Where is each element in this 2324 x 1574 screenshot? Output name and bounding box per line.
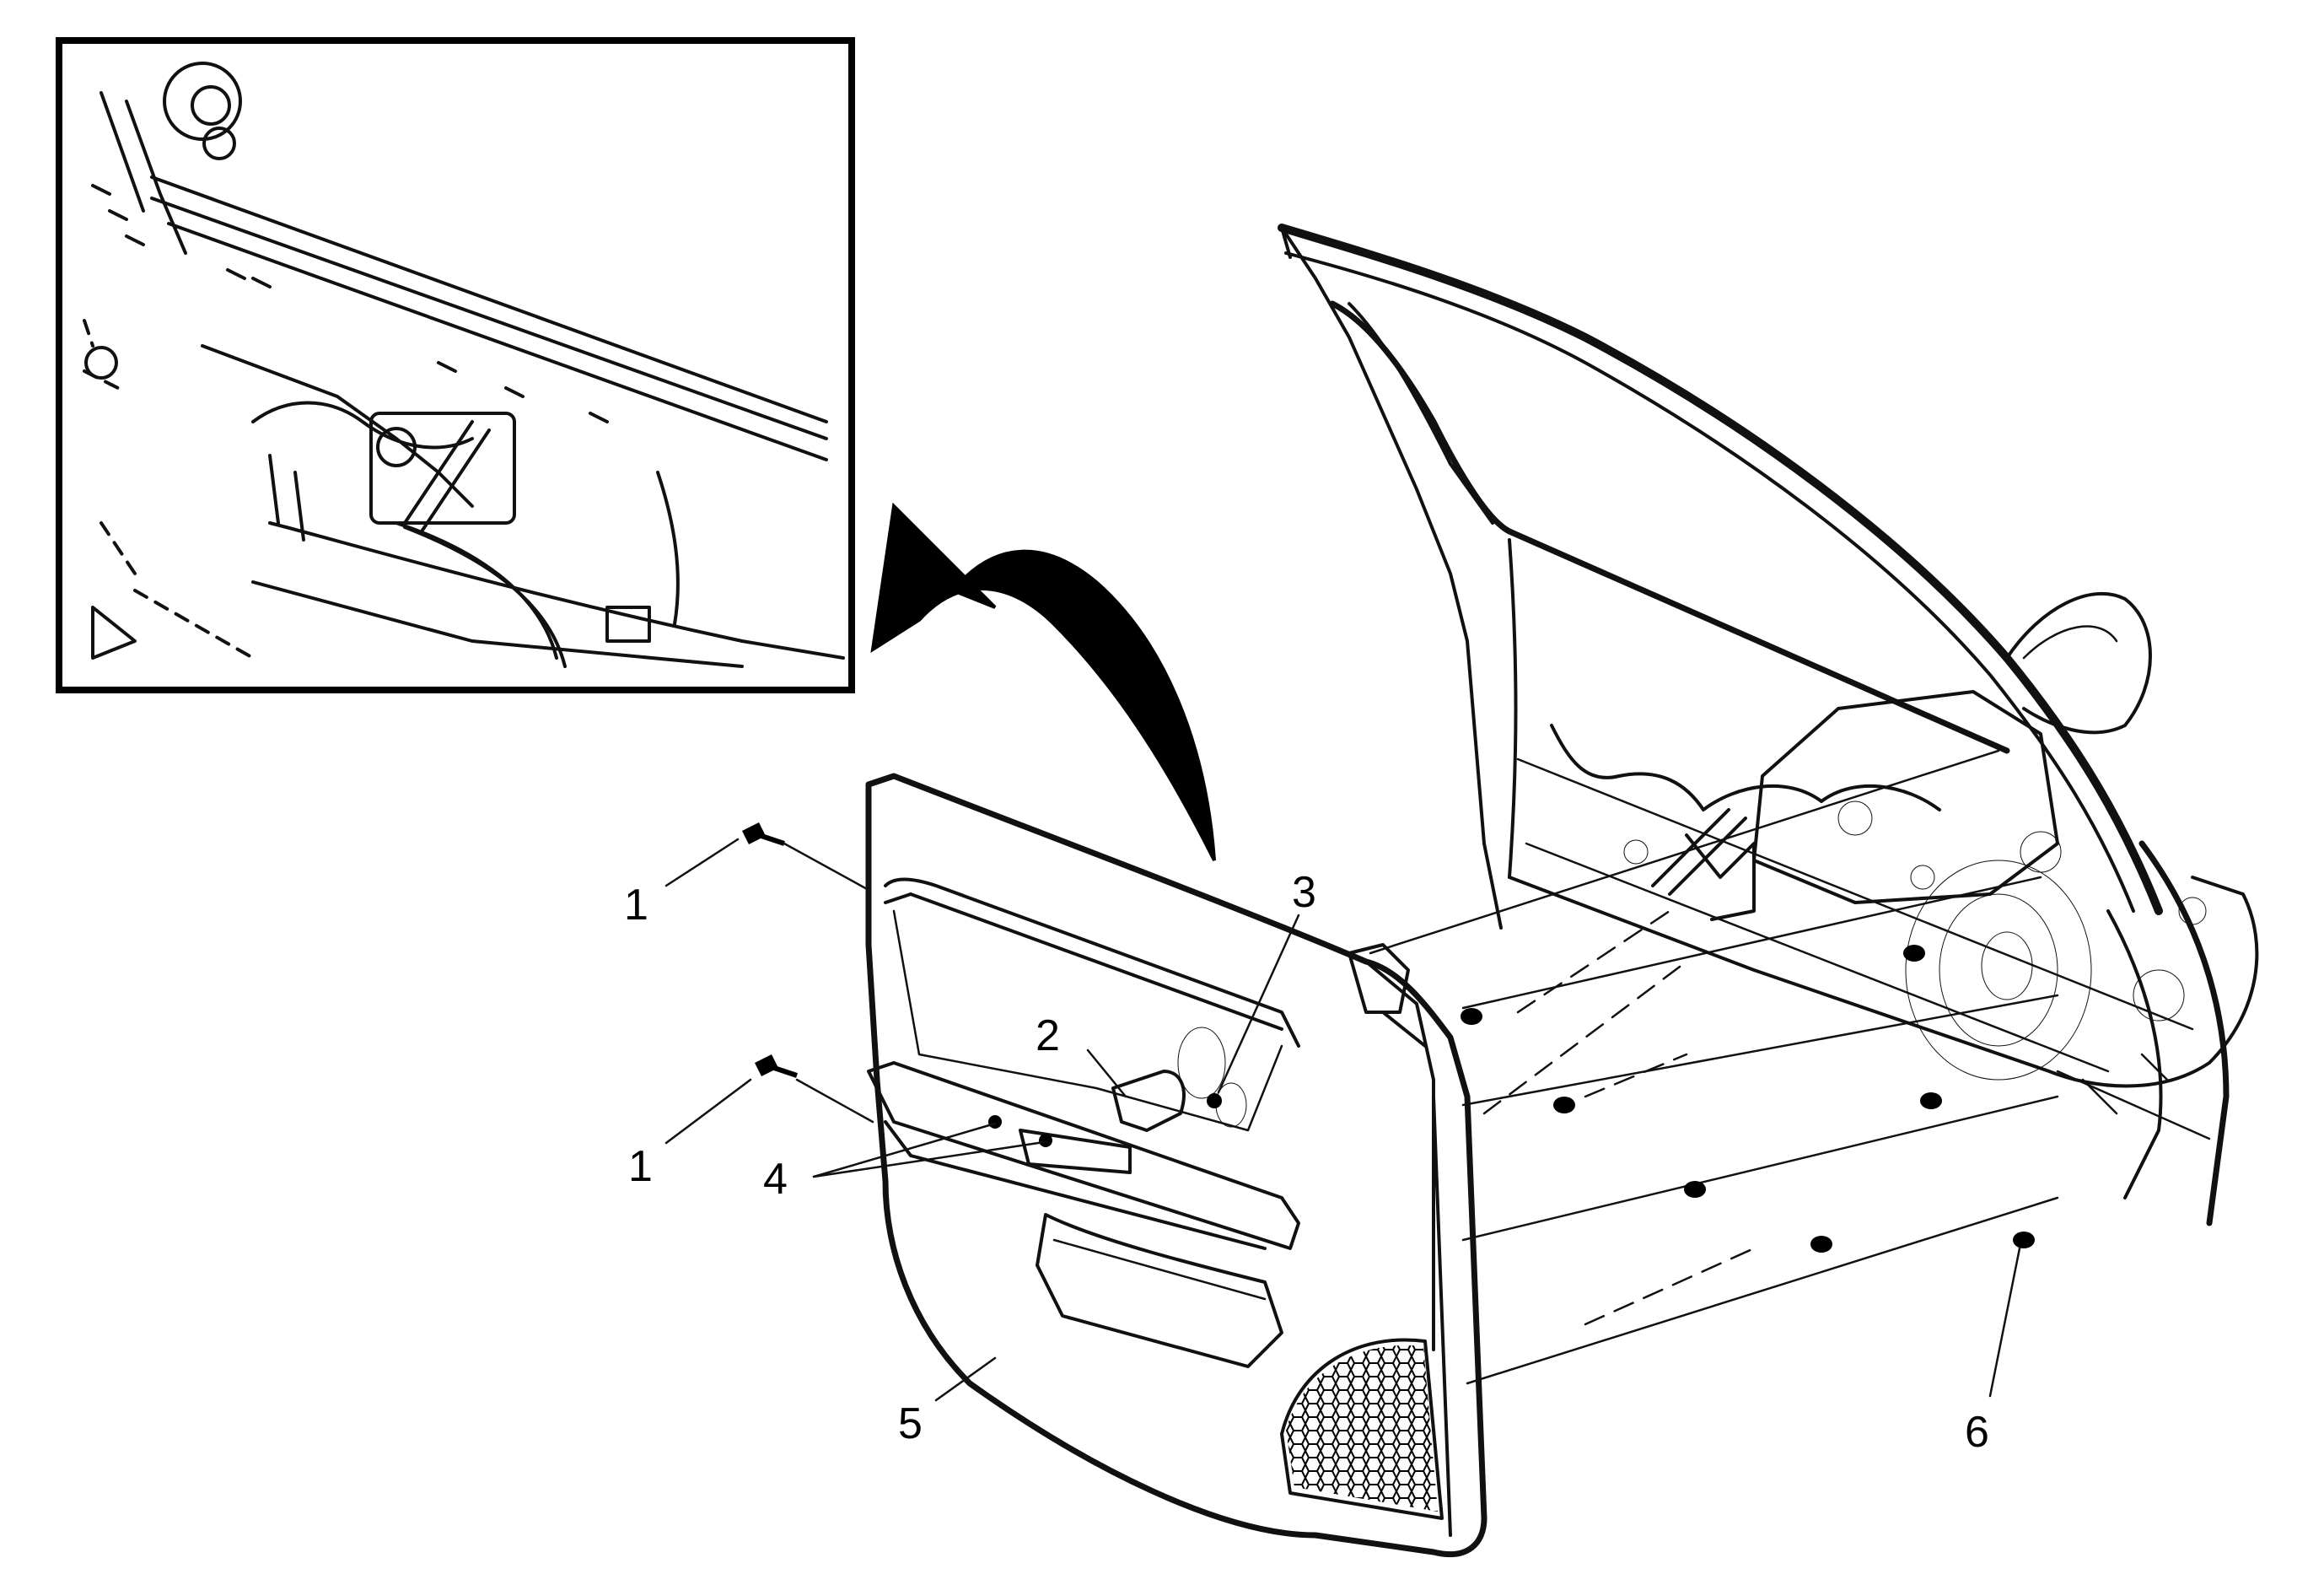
inset-detail-view xyxy=(56,37,855,693)
inset-door-frame-drawing xyxy=(83,62,845,668)
screw-lower xyxy=(755,1054,798,1078)
screw-3 xyxy=(1207,1093,1222,1108)
callout-3: 3 xyxy=(1292,868,1316,917)
callout-1-lower: 1 xyxy=(628,1142,653,1191)
removal-direction-arrow xyxy=(870,502,1216,861)
callout-2: 2 xyxy=(1036,1011,1060,1060)
callout-6: 6 xyxy=(1965,1408,1989,1457)
retainer-clips xyxy=(1461,945,2035,1253)
screw-upper xyxy=(742,822,785,846)
callout-5: 5 xyxy=(898,1399,923,1448)
inner-door-frame xyxy=(1278,224,2259,1226)
alignment-lines xyxy=(1369,749,2059,1385)
callout-1-upper: 1 xyxy=(624,881,648,930)
door-trim-panel xyxy=(865,773,1487,1558)
leader-lines xyxy=(664,838,2021,1402)
callout-4: 4 xyxy=(763,1155,788,1204)
inset-frame xyxy=(56,37,855,693)
